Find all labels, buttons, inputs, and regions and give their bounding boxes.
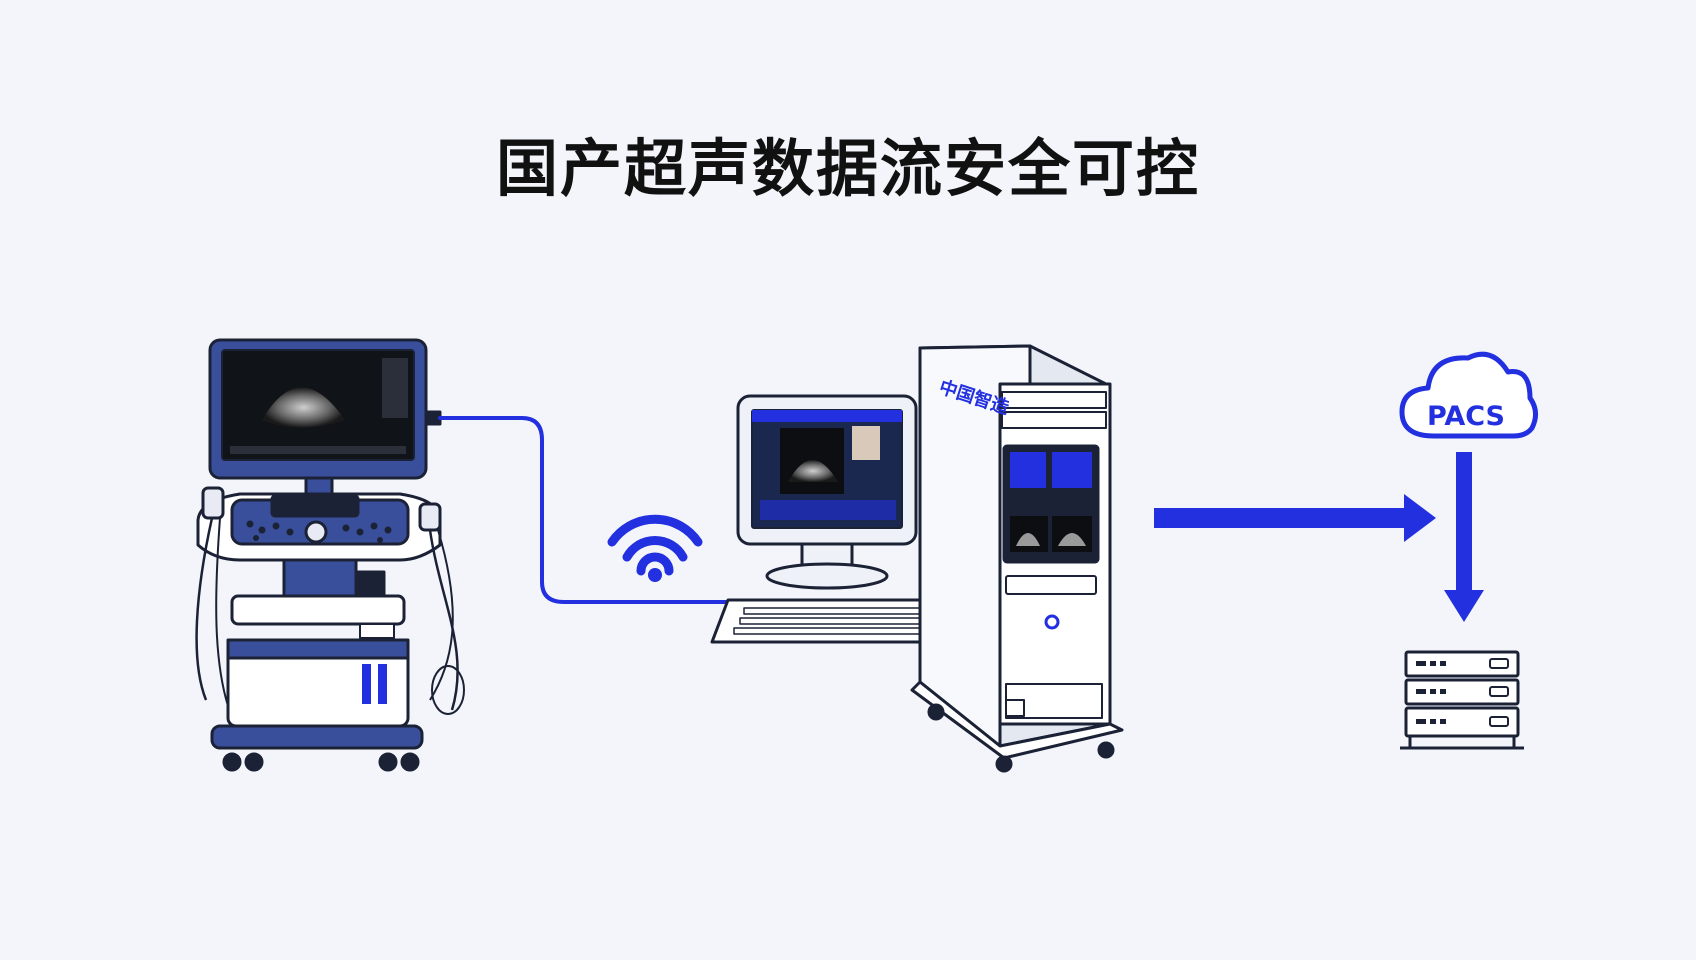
flow-arrow-down <box>1444 452 1484 622</box>
workstation-monitor <box>736 394 918 590</box>
tower-pc <box>910 344 1124 773</box>
flow-arrow-right <box>1154 494 1436 542</box>
pacs-label: PACS <box>1427 401 1505 432</box>
ultrasound-machine <box>195 338 465 772</box>
data-cable <box>438 416 734 604</box>
wifi-icon <box>607 514 703 582</box>
server-rack-icon <box>1400 650 1524 750</box>
diagram-title: 国产超声数据流安全可控 <box>495 132 1200 205</box>
pacs-cloud-icon <box>1399 351 1538 439</box>
